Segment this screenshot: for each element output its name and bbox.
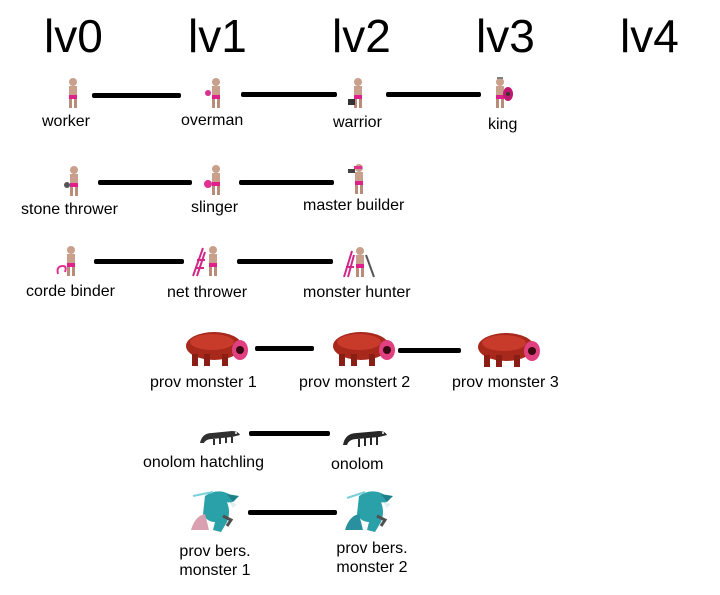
corde-binder-icon bbox=[55, 244, 81, 278]
master-builder-icon bbox=[346, 163, 372, 195]
unit-label-master-builder: master builder bbox=[303, 197, 405, 214]
upgrade-connector bbox=[386, 92, 481, 97]
unit-label-king: king bbox=[488, 116, 518, 133]
unit-label-net-thrower: net thrower bbox=[167, 284, 248, 301]
upgrade-connector bbox=[248, 510, 337, 515]
blue-beast-icon bbox=[341, 486, 399, 536]
upgrade-connector bbox=[255, 346, 314, 351]
upgrade-connector bbox=[239, 180, 334, 185]
upgrade-connector bbox=[94, 259, 184, 264]
unit-label-warrior: warrior bbox=[333, 114, 382, 131]
slinger-icon bbox=[203, 164, 227, 196]
red-monster-icon bbox=[182, 326, 250, 368]
unit-label-onolom-hatchling: onolom hatchling bbox=[143, 454, 264, 471]
unit-label-prov-bers-monster-1: prov bers. monster 1 bbox=[179, 543, 251, 579]
upgrade-connector bbox=[237, 259, 333, 264]
upgrade-connector bbox=[98, 180, 192, 185]
level-header-lv3: lv3 bbox=[476, 10, 535, 62]
red-monster-icon bbox=[474, 327, 542, 369]
stone-thrower-icon bbox=[64, 165, 84, 197]
unit-label-slinger: slinger bbox=[191, 199, 239, 216]
net-thrower-icon bbox=[191, 244, 223, 278]
unit-label-corde-binder: corde binder bbox=[26, 283, 115, 300]
upgrade-connector bbox=[249, 431, 330, 436]
unit-label-stone-thrower: stone thrower bbox=[21, 201, 118, 218]
king-icon bbox=[489, 76, 515, 110]
level-header-lv4: lv4 bbox=[620, 10, 679, 62]
warrior-icon bbox=[346, 77, 370, 109]
unit-label-overman: overman bbox=[181, 112, 244, 129]
red-monster-icon bbox=[329, 326, 397, 368]
unit-label-prov-bers-monster-2: prov bers. monster 2 bbox=[336, 540, 408, 576]
upgrade-connector bbox=[241, 92, 337, 97]
level-header-lv1: lv1 bbox=[188, 10, 247, 62]
unit-label-prov-monster-1: prov monster 1 bbox=[150, 374, 257, 391]
blue-beast-icon bbox=[187, 486, 245, 536]
unit-label-prov-monster-2: prov monstert 2 bbox=[299, 374, 411, 391]
unit-label-worker: worker bbox=[42, 113, 91, 130]
level-header-lv0: lv0 bbox=[44, 10, 103, 62]
upgrade-connector bbox=[398, 348, 461, 353]
level-header-lv2: lv2 bbox=[332, 10, 391, 62]
lizard-icon bbox=[341, 423, 389, 449]
unit-label-monster-hunter: monster hunter bbox=[303, 284, 411, 301]
unit-label-onolom: onolom bbox=[331, 456, 384, 473]
upgrade-connector bbox=[92, 93, 181, 98]
worker-icon bbox=[63, 77, 83, 109]
overman-icon bbox=[204, 77, 228, 109]
lizard-icon bbox=[198, 425, 242, 447]
monster-hunter-icon bbox=[342, 245, 376, 279]
unit-label-prov-monster-3: prov monster 3 bbox=[452, 374, 559, 391]
